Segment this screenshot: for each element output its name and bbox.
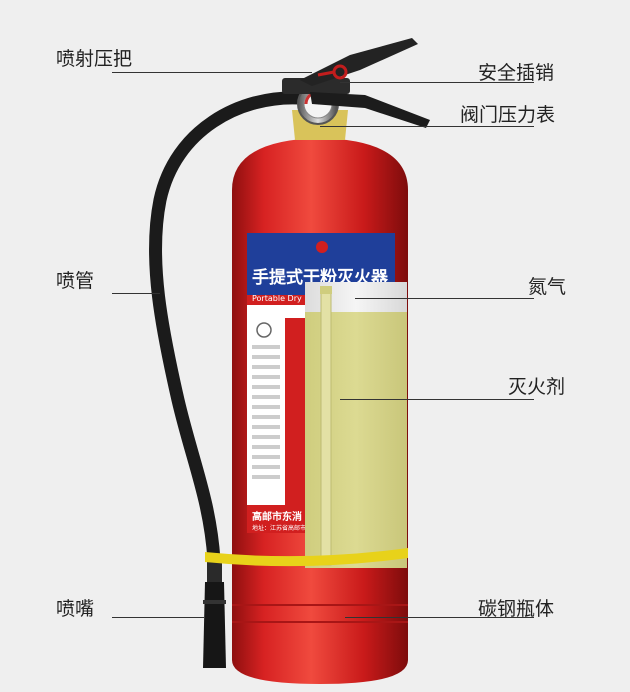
leader-nozzle	[112, 617, 204, 618]
valve-head	[282, 78, 350, 94]
label-manufacturer: 高邮市东消	[252, 510, 302, 523]
hose	[148, 91, 307, 567]
callout-valve-gauge: 阀门压力表	[460, 104, 556, 126]
agent-section	[305, 312, 407, 568]
leader-hose	[112, 293, 160, 294]
leader-spray-handle	[112, 72, 312, 73]
label-subtitle: Portable Dry P	[252, 294, 309, 303]
callout-spray-handle: 喷射压把	[56, 48, 133, 70]
spray-lever	[300, 38, 418, 86]
leader-agent	[340, 399, 534, 400]
callout-agent: 灭火剂	[508, 376, 566, 398]
callout-safety-pin: 安全插销	[478, 62, 555, 84]
hose-strap	[205, 548, 408, 567]
callout-nitrogen: 氮气	[528, 276, 567, 298]
nozzle	[203, 555, 226, 668]
siphon-tube	[320, 289, 332, 566]
callout-nozzle: 喷嘴	[56, 598, 95, 620]
leader-safety-pin	[340, 82, 534, 83]
carry-handle	[310, 92, 430, 128]
callout-cylinder: 碳钢瓶体	[478, 598, 555, 620]
leader-cylinder	[345, 617, 534, 618]
leader-valve-gauge	[320, 126, 534, 127]
label-address: 地址：江苏省高邮市三垛	[252, 524, 318, 532]
safety-pin	[317, 64, 348, 80]
leader-nitrogen	[355, 298, 534, 299]
callout-hose: 喷管	[56, 270, 95, 292]
